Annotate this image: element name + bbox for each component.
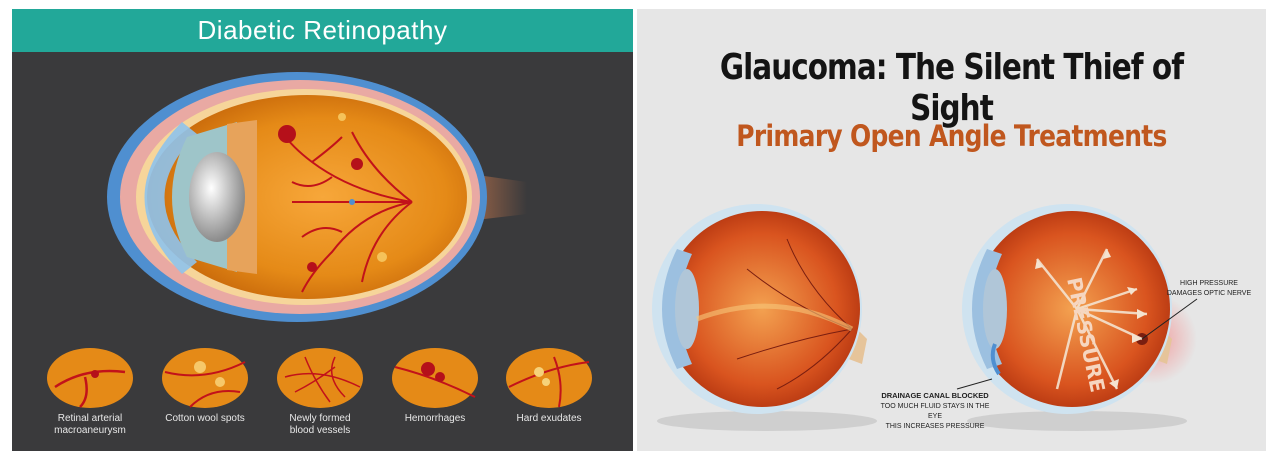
thumbnail-cotton-wool-spots bbox=[160, 347, 250, 409]
thumbnail-label: Cotton wool spots bbox=[150, 413, 260, 425]
thumbnail-hard-exudates bbox=[504, 347, 594, 409]
eye-cross-section-illustration bbox=[12, 52, 633, 352]
left-title: Diabetic Retinopathy bbox=[12, 9, 633, 52]
thumbnail-newly-formed-blood-vessels bbox=[275, 347, 365, 409]
glaucoma-subtitle: Primary Open Angle Treatments bbox=[681, 119, 1222, 153]
thumbnail-hemorrhages bbox=[390, 347, 480, 409]
drain-callout-line bbox=[957, 379, 992, 389]
drainage-note: DRAINAGE CANAL BLOCKED TOO MUCH FLUID ST… bbox=[875, 391, 995, 432]
thumbnail-label: Hard exudates bbox=[494, 413, 604, 425]
glaucoma-title: Glaucoma: The Silent Thief of Sight bbox=[694, 47, 1210, 129]
glaucoma-panel: Glaucoma: The Silent Thief of Sight Prim… bbox=[637, 9, 1266, 451]
optic-nerve-note: HIGH PRESSURE DAMAGES OPTIC NERVE bbox=[1159, 279, 1259, 299]
thumbnail-retinal-arterial-macroaneurysm bbox=[45, 347, 135, 409]
thumbnail-label: Hemorrhages bbox=[380, 413, 490, 425]
lens bbox=[189, 152, 245, 242]
healthy-eye bbox=[652, 204, 877, 431]
diabetic-retinopathy-panel: Diabetic Retinopathy bbox=[12, 9, 633, 451]
